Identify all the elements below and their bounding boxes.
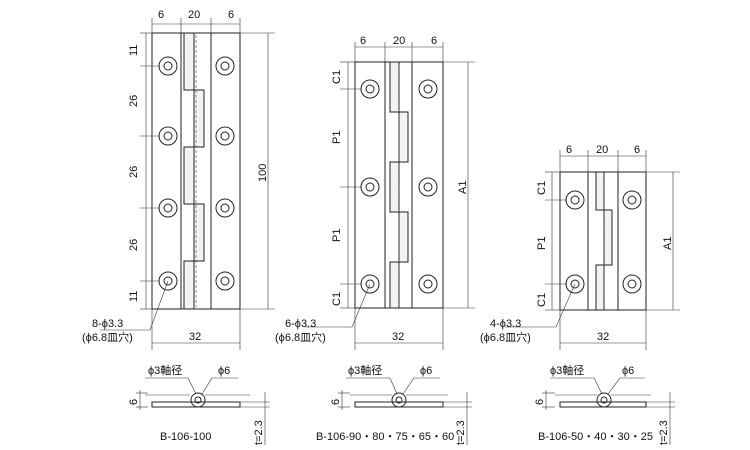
- right-dim-overall: A1: [457, 181, 469, 194]
- thickness-dim: t=2.3: [455, 420, 467, 445]
- right-dim-overall: 100: [257, 164, 269, 182]
- hinge-view-50: 6 20 6 C1 P1 C1: [480, 144, 680, 350]
- hinge-view-90: 6 20 6 C1 P1: [275, 35, 475, 350]
- countersink-note: (ϕ6.8皿穴): [82, 330, 133, 344]
- countersink-note: (ϕ6.8皿穴): [275, 330, 326, 344]
- model-label: B-106-50・40・30・25: [538, 431, 653, 443]
- top-dim-right: 6: [431, 35, 437, 47]
- knuckle-label: ϕ6: [622, 365, 634, 377]
- bottom-dim: 32: [189, 331, 201, 343]
- holes-note: 8-ϕ3.3: [92, 318, 123, 330]
- model-label: B-106-100: [160, 431, 211, 443]
- top-dim-left: 6: [158, 9, 164, 21]
- pin-label: ϕ3軸径: [550, 363, 584, 377]
- height-dim: 6: [330, 399, 342, 405]
- holes-note: 6-ϕ3.3: [285, 318, 316, 330]
- mounting-holes: [565, 190, 642, 294]
- left-dim-3: C1: [536, 293, 548, 307]
- knuckle-label: ϕ6: [420, 365, 432, 377]
- side-view-100: ϕ3軸径 ϕ6 6 t=2.3 B-106-100: [128, 363, 270, 445]
- left-dim-4: 26: [128, 239, 140, 251]
- thickness-dim: t=2.3: [658, 420, 670, 445]
- left-dim-1: C1: [536, 181, 548, 195]
- left-dim-1: 11: [128, 45, 140, 56]
- left-dim-2: P1: [536, 237, 548, 250]
- top-dim-right: 6: [228, 9, 234, 21]
- top-dim-left: 6: [360, 35, 366, 47]
- top-dim-left: 6: [566, 144, 572, 156]
- knuckle-label: ϕ6: [218, 365, 230, 377]
- height-dim: 6: [128, 399, 140, 405]
- left-dim-3: 26: [128, 166, 140, 178]
- left-dim-2: 26: [128, 95, 140, 107]
- left-dim-2: P1: [331, 131, 343, 144]
- pin-label: ϕ3軸径: [148, 363, 182, 377]
- hinge-view-100: 6 20 6: [82, 9, 275, 350]
- top-dim-center: 20: [393, 35, 405, 47]
- holes-note: 4-ϕ3.3: [490, 318, 521, 330]
- pin-label: ϕ3軸径: [348, 363, 382, 377]
- side-view-50: ϕ3軸径 ϕ6 6 t=2.3 B-106-50・40・30・25: [534, 363, 675, 445]
- top-dim-right: 6: [634, 144, 640, 156]
- right-dim-overall: A1: [662, 237, 674, 250]
- bottom-dim: 32: [597, 331, 609, 343]
- left-dim-1: C1: [331, 70, 343, 84]
- left-dim-4: C1: [331, 292, 343, 306]
- side-view-90: ϕ3軸径 ϕ6 6 t=2.3 B-106-90・80・75・65・60: [316, 363, 472, 445]
- countersink-note: (ϕ6.8皿穴): [480, 330, 531, 344]
- model-label: B-106-90・80・75・65・60: [316, 431, 454, 443]
- top-dim-center: 20: [188, 9, 200, 21]
- top-dim-center: 20: [596, 144, 608, 156]
- mounting-holes: [360, 79, 438, 294]
- left-dim-5: 11: [128, 291, 140, 302]
- height-dim: 6: [534, 399, 546, 405]
- bottom-dim: 32: [392, 331, 404, 343]
- thickness-dim: t=2.3: [253, 420, 265, 445]
- left-dim-3: P1: [331, 229, 343, 242]
